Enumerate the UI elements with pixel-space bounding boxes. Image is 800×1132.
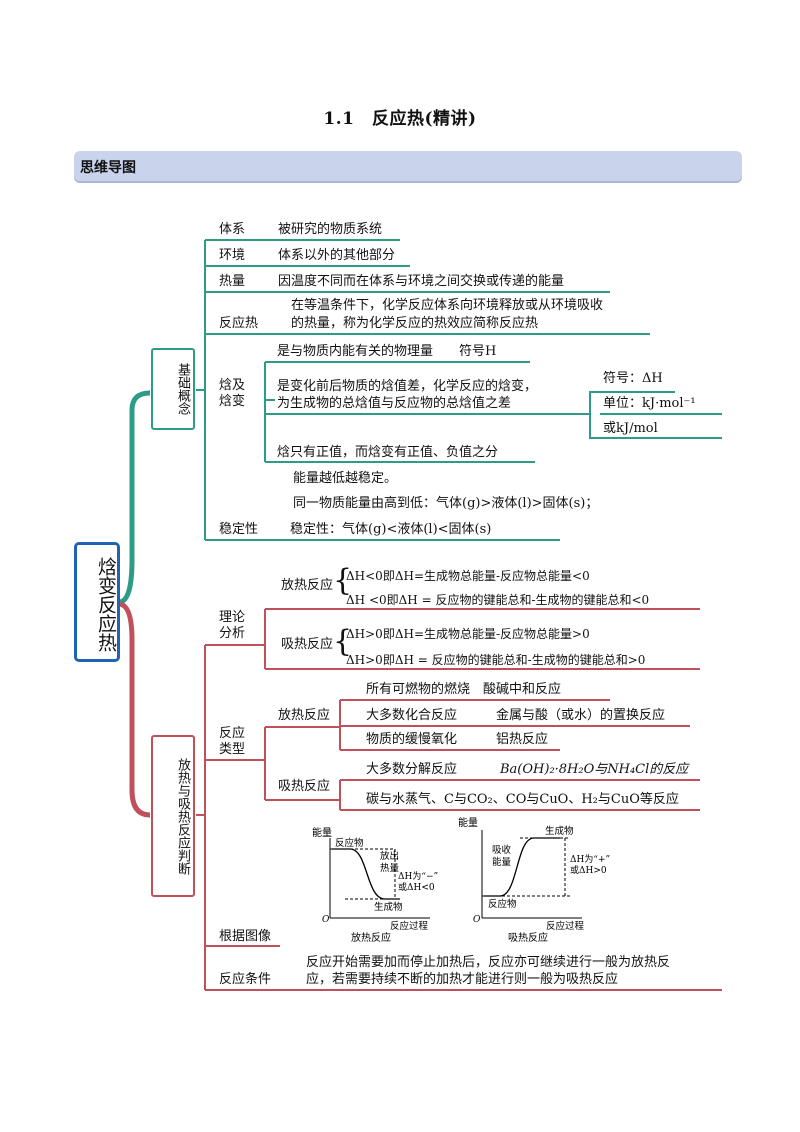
exo-dh2: 或ΔH<0: [398, 881, 435, 893]
exo-note2: 热量: [380, 862, 400, 874]
desc-heat: 因温度不同而在体系与环境之间交换或传递的能量: [278, 274, 565, 289]
types-label-1: 反应: [219, 726, 246, 741]
term-heat: 热量: [219, 274, 246, 289]
root-node: 焓变反应热: [74, 542, 120, 662]
stability-line2: 同一物质能量由高到低：气体(g)>液体(l)>固体(s)；: [293, 496, 599, 511]
exo-caption: 放热反应: [351, 931, 391, 944]
theory-endo-2: ΔH>0即ΔH = 反应物的键能总和-生成物的键能总和>0: [346, 653, 646, 667]
exo-origin: O: [322, 915, 330, 925]
root-label: 焓变反应热: [95, 556, 117, 652]
brace-icon: {: [333, 563, 353, 598]
types-endo-r0c1: Ba(OH)₂·8H₂O与NH₄Cl的反应: [500, 762, 689, 777]
term-reaction-heat: 反应热: [219, 316, 259, 331]
exo-dh1: ΔH为“−”: [398, 870, 438, 882]
desc-system: 被研究的物质系统: [278, 222, 383, 237]
endo-energy-chart: 能量 生成物 吸收 能量 ΔH为“+” 或ΔH>0 反应物 O 反应过程 吸热反…: [458, 816, 610, 944]
endo-caption: 吸热反应: [508, 931, 548, 944]
types-exo-r1c1: 金属与酸（或水）的置换反应: [496, 708, 666, 723]
exo-product: 生成物: [374, 901, 403, 913]
term-system: 体系: [219, 222, 246, 237]
types-endo-r1c0: 碳与水蒸气、C与CO₂、CO与CuO、H₂与CuO等反应: [366, 792, 679, 807]
endo-dh1: ΔH为“+”: [570, 853, 610, 865]
conditions-line1: 反应开始需要加而停止加热后，反应亦可继续进行一般为放热反: [306, 955, 671, 970]
section-banner: 思维导图: [74, 151, 742, 181]
endo-ylabel: 能量: [458, 816, 478, 829]
exo-ylabel: 能量: [312, 826, 332, 839]
theory-label-2: 分析: [219, 626, 246, 641]
theory-exo-label: 放热反应: [281, 578, 334, 593]
enthalpy-unit-alt: 或kJ/mol: [603, 421, 658, 436]
enthalpy-line3: 焓只有正值，而焓变有正值、负值之分: [277, 445, 499, 460]
types-exo-r1c0: 大多数化合反应: [366, 708, 458, 723]
exo-energy-chart: 能量 反应物 放出 热量 ΔH为“−” 或ΔH<0 生成物 O 反应过程 放热反…: [312, 826, 438, 944]
exo-xlabel: 反应过程: [390, 920, 429, 932]
brace-icon: {: [333, 624, 353, 659]
types-exo-r2c0: 物质的缓慢氧化: [366, 732, 458, 747]
enthalpy-unit: 单位：kJ·mol⁻¹: [603, 396, 696, 411]
term-enthalpy-2: 焓变: [219, 394, 246, 409]
enthalpy-symbol: 符号：ΔH: [603, 371, 663, 386]
theory-exo-1: ΔH<0即ΔH=生成物总能量-反应物总能量<0: [346, 569, 590, 583]
page-title: 1.1 反应热(精讲): [323, 109, 477, 129]
conditions-label: 反应条件: [219, 972, 272, 987]
theory-label-1: 理论: [219, 610, 246, 625]
term-enthalpy-1: 焓及: [219, 378, 246, 393]
endo-origin: O: [473, 915, 481, 925]
graph-label: 根据图像: [219, 929, 272, 944]
desc-reaction-heat-2: 的热量，称为化学反应的热效应简称反应热: [291, 316, 539, 331]
branch-exo-endo-label: 放热与吸热反应判断: [175, 757, 190, 875]
endo-reactant: 反应物: [488, 898, 517, 910]
conditions-line2: 应，若需要持续不断的加热才能进行则一般为吸热反应: [306, 972, 619, 987]
endo-product: 生成物: [545, 825, 574, 837]
endo-dh2: 或ΔH>0: [570, 864, 607, 876]
branch-exo-endo: 放热与吸热反应判断: [151, 735, 195, 897]
exo-reactant: 反应物: [335, 837, 364, 849]
enthalpy-line2b: 为生成物的总焓值与反应物的总焓值之差: [277, 396, 512, 411]
branch-basic-label: 基础概念: [175, 363, 190, 415]
term-stability: 稳定性: [219, 522, 259, 537]
types-exo-label: 放热反应: [278, 708, 331, 723]
types-exo-r0c1: 酸碱中和反应: [483, 682, 562, 697]
enthalpy-line2a: 是变化前后物质的焓值差，化学反应的焓变，: [277, 379, 538, 394]
theory-endo-label: 吸热反应: [281, 637, 334, 652]
types-exo-r0c0: 所有可燃物的燃烧: [366, 682, 471, 697]
types-endo-r0c0: 大多数分解反应: [366, 762, 458, 777]
types-label-2: 类型: [219, 742, 246, 757]
types-endo-label: 吸热反应: [278, 779, 331, 794]
endo-note1: 吸收: [492, 844, 512, 856]
theory-endo-1: ΔH>0即ΔH=生成物总能量-反应物总能量>0: [346, 627, 590, 641]
theory-exo-2: ΔH <0即ΔH = 反应物的键能总和-生成物的键能总和<0: [346, 593, 650, 607]
stability-line1: 能量越低越稳定。: [293, 471, 398, 486]
section-banner-label: 思维导图: [80, 160, 136, 176]
stability-line3: 稳定性：气体(g)<液体(l)<固体(s): [290, 522, 492, 537]
desc-surroundings: 体系以外的其他部分: [278, 248, 396, 263]
endo-note2: 能量: [492, 856, 512, 868]
types-exo-r2c1: 铝热反应: [496, 732, 549, 747]
enthalpy-line1: 是与物质内能有关的物理量 符号H: [277, 344, 497, 359]
endo-xlabel: 反应过程: [546, 920, 585, 932]
term-surroundings: 环境: [219, 248, 246, 263]
exo-note1: 放出: [380, 850, 399, 862]
branch-basic-concepts: 基础概念: [151, 348, 195, 430]
desc-reaction-heat-1: 在等温条件下，化学反应体系向环境释放或从环境吸收: [291, 298, 604, 313]
